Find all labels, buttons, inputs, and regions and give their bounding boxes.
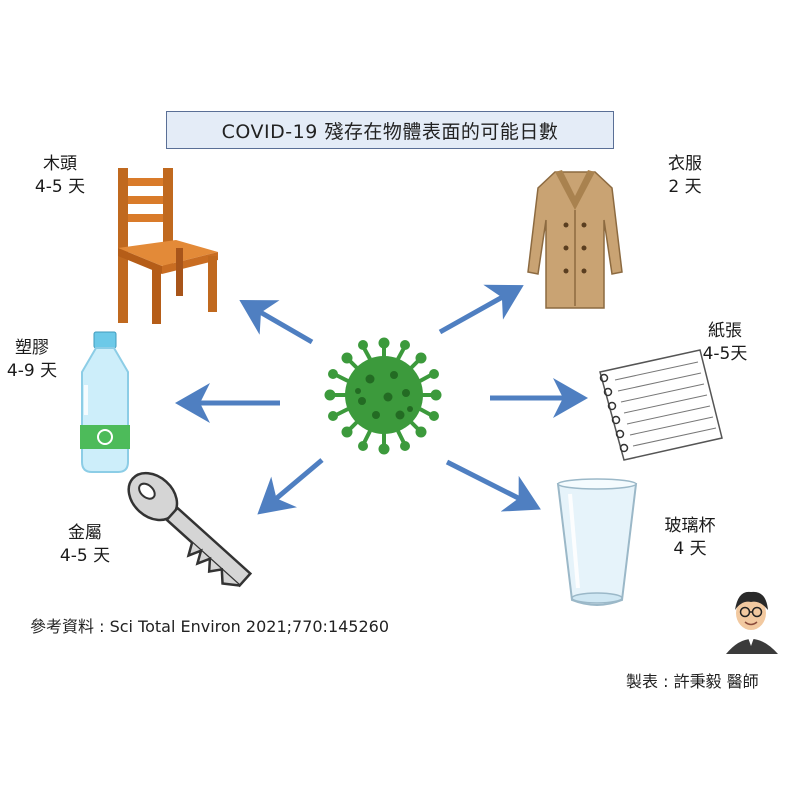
label-metal: 金屬 4-5 天 [50,522,120,568]
label-wood-name: 木頭 [43,154,77,174]
avatar [724,591,779,654]
diagram-title: COVID-19 殘存在物體表面的可能日數 [166,111,614,149]
arrow-to-metal [257,458,324,515]
label-metal-name: 金屬 [68,523,102,543]
arrow-to-glass [445,459,541,512]
key-icon [127,471,253,588]
label-plastic-days: 4-9 天 [6,361,58,381]
arrow-to-wood [239,299,314,345]
label-paper-name: 紙張 [708,321,742,341]
label-wood: 木頭 4-5 天 [30,153,90,199]
label-wood-days: 4-5 天 [34,177,86,197]
label-paper-days: 4-5天 [702,344,748,364]
author-credit: 製表 : 許秉毅 醫師 [626,672,759,691]
label-glass-name: 玻璃杯 [664,516,716,536]
glass-icon [556,478,638,606]
label-metal-days: 4-5 天 [59,546,111,566]
label-glass-days: 4 天 [673,539,707,559]
arrows [175,284,588,515]
reference-text: 參考資料 : Sci Total Environ 2021;770:145260 [30,617,390,636]
coat-icon [527,170,623,309]
label-glass: 玻璃杯 4 天 [650,515,730,561]
chair-icon [118,168,218,324]
virus-icon [324,337,442,455]
label-clothes: 衣服 2 天 [655,153,715,199]
label-clothes-days: 2 天 [668,177,702,197]
bottle-icon [80,331,130,473]
label-plastic: 塑膠 4-9 天 [2,337,62,383]
label-plastic-name: 塑膠 [15,338,49,358]
arrow-to-clothes [438,284,524,335]
label-paper: 紙張 4-5天 [690,320,760,366]
label-clothes-name: 衣服 [668,154,702,174]
paper-icon [599,349,723,461]
